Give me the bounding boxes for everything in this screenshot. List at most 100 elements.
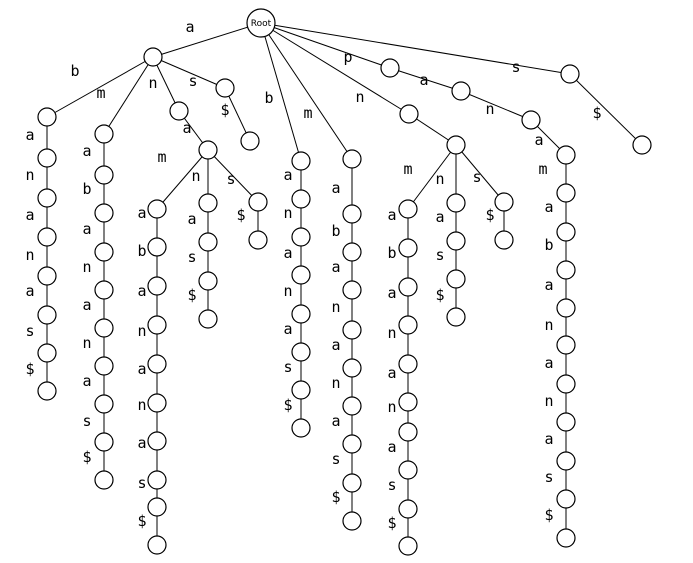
trie-node	[37, 107, 57, 127]
edge-label: s	[187, 248, 196, 266]
trie-node	[494, 230, 514, 250]
trie-node	[169, 101, 189, 121]
edge-label: a	[419, 71, 428, 89]
trie-edge-n38	[152, 56, 226, 89]
trie-node	[556, 528, 576, 548]
trie-edge-n36	[207, 149, 259, 203]
trie-node	[143, 47, 163, 67]
trie-node	[342, 511, 362, 531]
trie-node	[94, 432, 114, 452]
trie-edge-n22	[156, 149, 209, 210]
trie-node	[147, 237, 167, 257]
edge-label: a	[82, 296, 91, 314]
trie-node	[398, 315, 418, 335]
edge-label: a	[283, 244, 292, 262]
edge-label: n	[25, 246, 34, 264]
edge-label: a	[387, 206, 396, 224]
edge-label: s	[188, 72, 197, 90]
trie-edge-n40	[260, 22, 302, 162]
edge-label: m	[157, 148, 166, 166]
edge-label: n	[25, 166, 34, 184]
trie-node	[398, 499, 418, 519]
trie-node	[632, 135, 652, 155]
trie-edge-n58	[260, 22, 410, 115]
edge-label: a	[544, 198, 553, 216]
edge-label: a	[544, 276, 553, 294]
edge-label: a	[331, 258, 340, 276]
edge-label: a	[387, 364, 396, 382]
trie-edge-n91	[569, 73, 643, 146]
trie-edge-n78	[460, 90, 532, 121]
edge-label: $	[435, 286, 444, 304]
edge-label: $	[283, 396, 292, 414]
trie-node	[94, 394, 114, 414]
trie-node	[556, 335, 576, 355]
trie-node	[198, 193, 218, 213]
edge-label: m	[538, 160, 547, 178]
edge-label: n	[148, 74, 157, 92]
edge-label: b	[544, 236, 553, 254]
trie-node	[398, 238, 418, 258]
edge-label: a	[25, 282, 34, 300]
trie-node	[342, 242, 362, 262]
trie-node	[94, 203, 114, 223]
trie-node	[446, 231, 466, 251]
trie-edge-n76	[260, 22, 391, 69]
trie-node	[291, 304, 311, 324]
edge-label: a	[82, 142, 91, 160]
trie-node	[248, 230, 268, 250]
edge-label: a	[534, 131, 543, 149]
trie-node	[291, 227, 311, 247]
edge-label: n	[137, 396, 146, 414]
edge-label: n	[283, 204, 292, 222]
edge-label: b	[387, 244, 396, 262]
trie-edge-n90	[260, 22, 571, 75]
trie-edge-n2	[46, 56, 154, 118]
trie-node	[398, 392, 418, 412]
edge-label: n	[387, 398, 396, 416]
edge-label: b	[331, 222, 340, 240]
trie-node	[291, 380, 311, 400]
trie-node	[399, 104, 419, 124]
trie-node	[556, 451, 576, 471]
edge-label: a	[25, 126, 34, 144]
edge-label-layer: abananas$mabananas$namabananas$nas$s$s$b…	[25, 18, 601, 532]
edge-label: a	[82, 220, 91, 238]
edge-label: s	[331, 450, 340, 468]
trie-node	[147, 199, 167, 219]
edge-label: $	[544, 506, 553, 524]
edge-label: s	[511, 58, 520, 76]
edge-label: n	[82, 334, 91, 352]
trie-node	[37, 148, 57, 168]
trie-node	[556, 183, 576, 203]
trie-edge-n74	[455, 144, 505, 203]
edge-label: a	[331, 179, 340, 197]
edge-label: m	[303, 104, 312, 122]
trie-node	[147, 470, 167, 490]
trie-node	[446, 193, 466, 213]
edge-label: s	[25, 322, 34, 340]
edge-label: s	[387, 476, 396, 494]
trie-node	[147, 393, 167, 413]
edge-label: $	[137, 512, 146, 530]
trie-node	[147, 497, 167, 517]
edge-label: b	[264, 89, 273, 107]
trie-node	[446, 269, 466, 289]
trie-edge-n60	[407, 144, 457, 210]
trie-node	[342, 204, 362, 224]
trie-node	[556, 260, 576, 280]
edge-label: a	[137, 204, 146, 222]
trie-node	[94, 318, 114, 338]
edge-label: a	[137, 360, 146, 378]
trie-node	[147, 354, 167, 374]
trie-node	[147, 315, 167, 335]
trie-node	[37, 381, 57, 401]
edge-label: $	[236, 206, 245, 224]
trie-node	[94, 470, 114, 490]
edge-label: n	[435, 170, 444, 188]
edge-label: s	[472, 168, 481, 186]
edge-label: n	[485, 100, 494, 118]
trie-node	[240, 131, 260, 151]
